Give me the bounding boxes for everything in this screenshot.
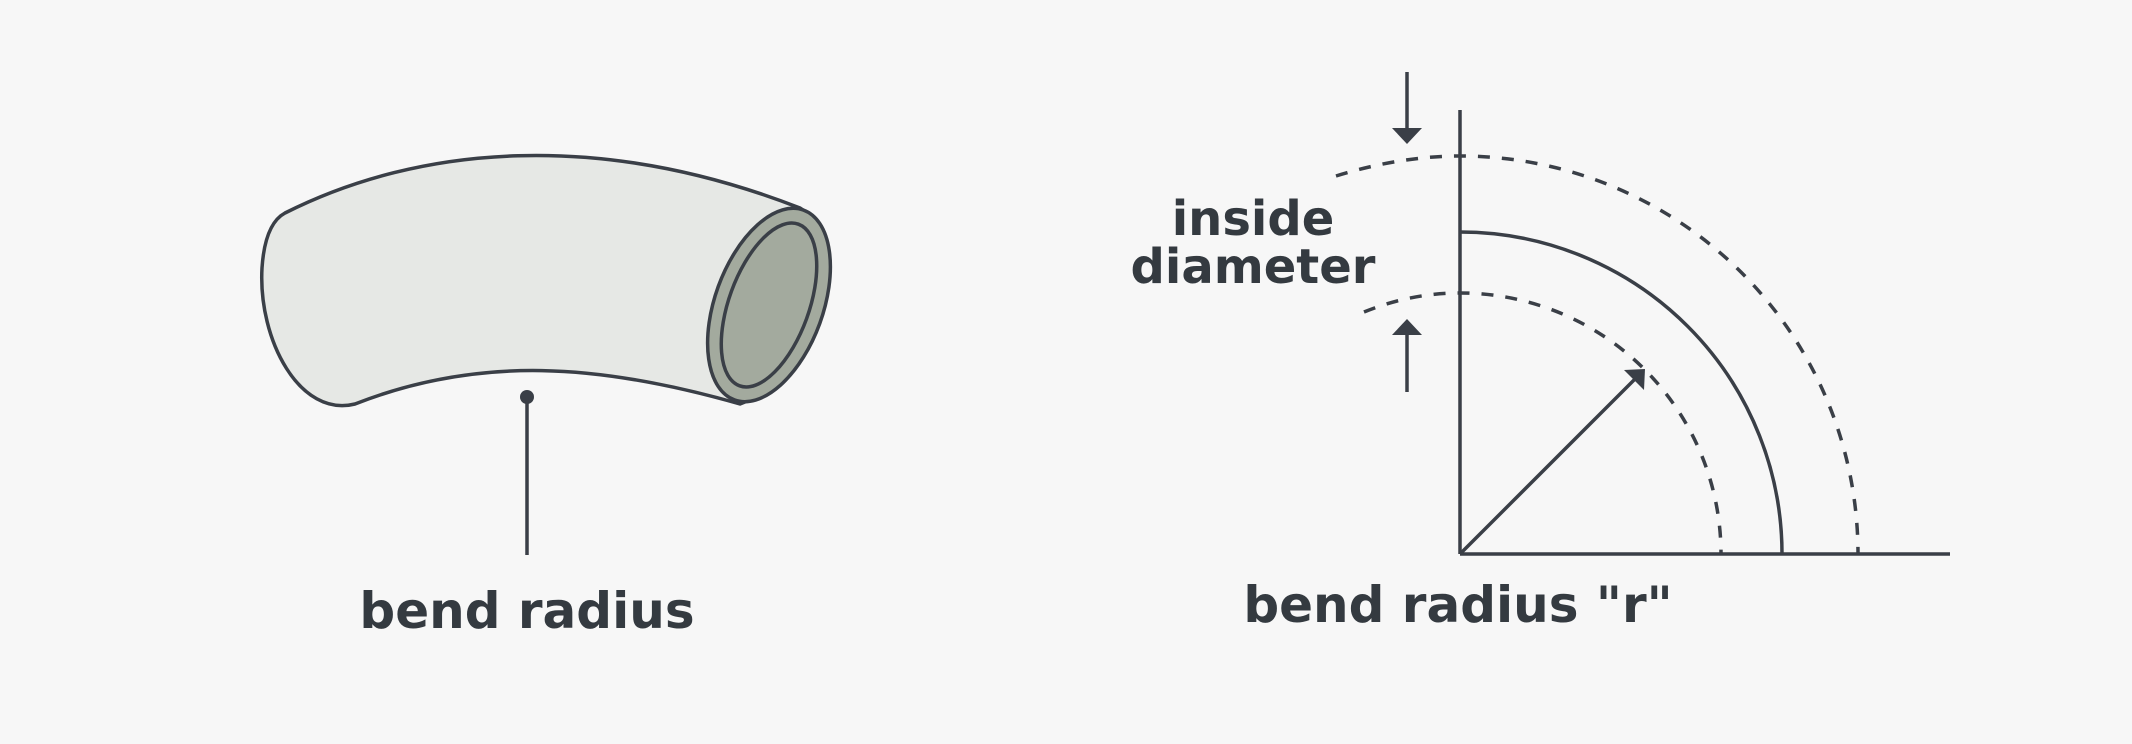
top-arrow-head: [1392, 128, 1422, 144]
radius-arrow-line: [1458, 375, 1639, 556]
right-bend-radius-label: bend radius "r": [1243, 576, 1672, 634]
inner-wall-dashed-arc: [1363, 291, 1723, 555]
radius-arrow-head: [1624, 369, 1645, 390]
inside-diameter-label-line1: inside: [1172, 191, 1335, 247]
outer-wall-dashed-arc: [1335, 154, 1860, 555]
centerline-arc: [1459, 230, 1784, 555]
inside-diameter-label-line2: diameter: [1131, 239, 1376, 295]
bottom-arrow-head: [1392, 319, 1422, 335]
pipe-end-inner: [719, 221, 819, 389]
bent-pipe-illustration: [260, 153, 833, 555]
bend-radius-geometry: [1335, 72, 1950, 556]
left-bend-radius-label: bend radius: [359, 582, 694, 640]
pipe-body: [260, 153, 830, 408]
